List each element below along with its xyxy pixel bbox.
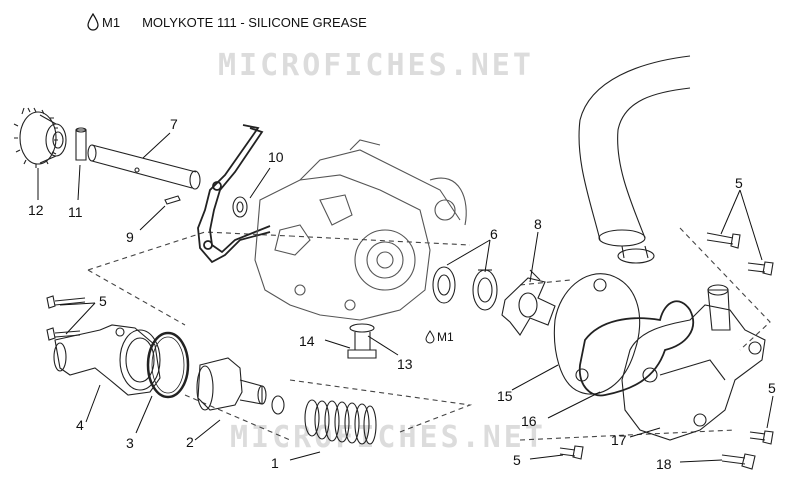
screws-right	[559, 232, 774, 470]
callout-2: 2	[186, 434, 194, 450]
callout-18: 18	[656, 456, 672, 472]
drive-gear	[13, 107, 67, 168]
pump-shaft	[87, 144, 201, 190]
spring	[304, 399, 377, 445]
shaft-seals	[432, 266, 498, 311]
watermark-top: MICROFICHES.NET	[218, 48, 534, 83]
washer	[232, 196, 248, 218]
grease-drop-icon	[87, 13, 99, 31]
thermostat-housing	[53, 324, 161, 396]
callout-16: 16	[521, 413, 537, 429]
housing-o-ring	[146, 331, 190, 399]
legend-code: M1	[102, 14, 121, 30]
engine-casing	[254, 139, 467, 321]
callout-8: 8	[534, 216, 542, 232]
callout-15: 15	[497, 388, 513, 404]
callout-14: 14	[299, 333, 315, 349]
callout-13: 13	[397, 356, 413, 372]
drain-bolt	[347, 323, 377, 359]
callout-11: 11	[68, 204, 83, 220]
callout-3: 3	[126, 435, 134, 451]
callout-5-top-right: 5	[735, 175, 743, 191]
pin	[75, 127, 87, 161]
pump-cover	[621, 284, 766, 441]
thermostat	[196, 357, 285, 415]
grease-drop-icon	[425, 330, 435, 344]
callout-5-right: 5	[768, 380, 776, 396]
legend-text: MOLYKOTE 111 - SILICONE GREASE	[142, 14, 367, 30]
callout-17: 17	[611, 432, 627, 448]
engine-gasket	[197, 124, 271, 264]
callout-5-bottom: 5	[513, 452, 521, 468]
callout-1: 1	[271, 455, 279, 471]
impeller	[501, 269, 556, 336]
leader-lines	[37, 132, 774, 463]
m1-code: M1	[437, 330, 454, 344]
callout-9: 9	[126, 229, 134, 245]
small-pin	[164, 195, 181, 205]
callout-4: 4	[76, 417, 84, 433]
callout-5-left: 5	[99, 293, 107, 309]
cover-gasket	[553, 273, 641, 395]
m1-grease-note: M1	[425, 330, 454, 344]
callout-10: 10	[268, 149, 284, 165]
coolant-hose	[578, 55, 691, 264]
cover-o-ring	[578, 300, 695, 397]
lubricant-legend: M1 MOLYKOTE 111 - SILICONE GREASE	[86, 12, 367, 32]
watermark-bottom: MICROFICHES.NET	[230, 420, 546, 455]
screws-left	[46, 295, 86, 341]
callout-7: 7	[170, 116, 178, 132]
callout-6: 6	[490, 226, 498, 242]
callout-12: 12	[28, 202, 44, 218]
